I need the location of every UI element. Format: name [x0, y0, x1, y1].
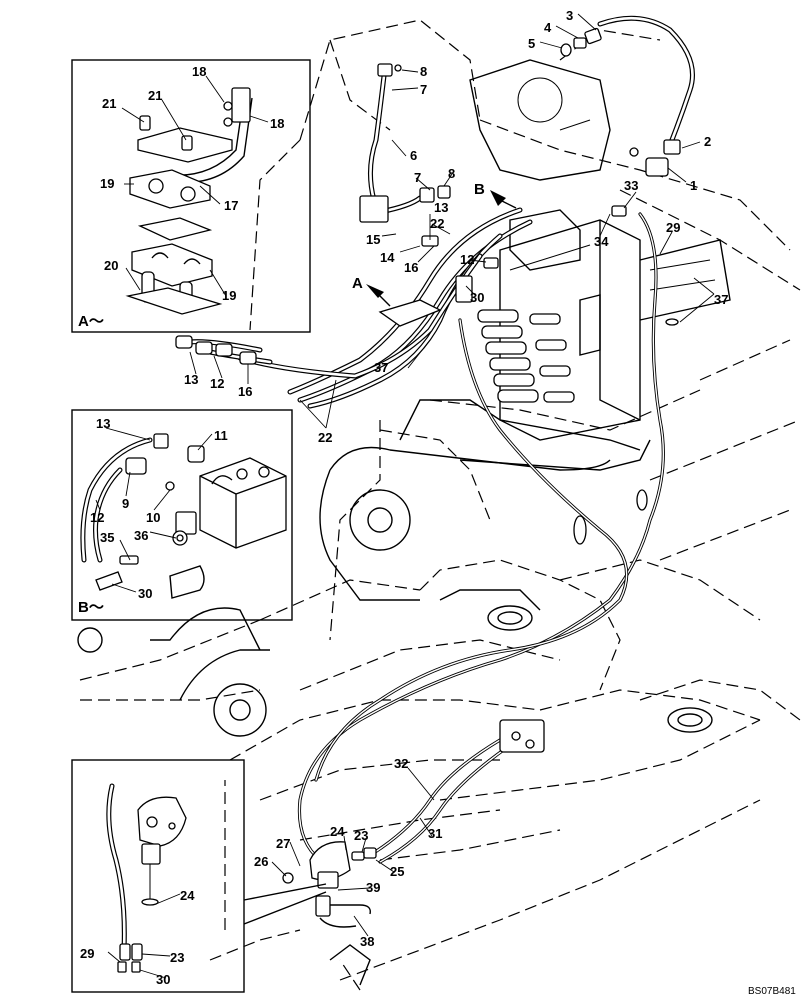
callout-21: 21: [102, 96, 116, 111]
callout-30: 30: [470, 290, 484, 305]
callout-33: 33: [624, 178, 638, 193]
callout-37: 37: [374, 360, 388, 375]
callout-16: 16: [238, 384, 252, 399]
callout-8: 8: [420, 64, 427, 79]
pump-hose: [560, 15, 695, 217]
callout-21: 21: [148, 88, 162, 103]
callout-24: 24: [330, 824, 345, 839]
callout-29: 29: [80, 946, 94, 961]
callout-26: 26: [254, 854, 268, 869]
callout-13: 13: [184, 372, 198, 387]
callout-10: 10: [146, 510, 160, 525]
callout-39: 39: [366, 880, 380, 895]
callout-30: 30: [156, 972, 170, 987]
callout-22: 22: [430, 216, 444, 231]
callout-4: 4: [544, 20, 552, 35]
callout-25: 25: [390, 864, 404, 879]
callout-30: 30: [138, 586, 152, 601]
drawing-code: BS07B481: [748, 986, 796, 997]
view-b-label: B: [474, 181, 485, 198]
view-a-arrow: [366, 284, 391, 307]
callout-23: 23: [170, 950, 184, 965]
callout-13: 13: [96, 416, 110, 431]
callout-35: 35: [100, 530, 114, 545]
callout-1: 1: [690, 178, 697, 193]
machine-frame-outline: [79, 19, 801, 991]
callout-5: 5: [528, 36, 535, 51]
callout-12: 12: [90, 510, 104, 525]
callout-12: 12: [460, 252, 474, 267]
callout-18: 18: [270, 116, 284, 131]
callout-32: 32: [394, 756, 408, 771]
callout-34: 34: [594, 234, 609, 249]
pressure-switch-assy: [282, 841, 377, 928]
inset-b-block: [169, 457, 287, 599]
callout-20: 20: [104, 258, 118, 273]
callout-18: 18: [192, 64, 206, 79]
callout-31: 31: [428, 826, 442, 841]
hose-6: [359, 63, 451, 223]
callout-7: 7: [414, 170, 421, 185]
callout-12: 12: [210, 376, 224, 391]
inset-b-title: B～: [78, 599, 104, 616]
callout-22: 22: [318, 430, 332, 445]
callout-23: 23: [354, 828, 368, 843]
callout-11: 11: [214, 428, 228, 443]
inset-a: [71, 59, 311, 333]
callout-37: 37: [714, 292, 728, 307]
inset-switch: [71, 759, 327, 993]
callout-3: 3: [566, 8, 573, 23]
callout-15: 15: [366, 232, 380, 247]
callout-17: 17: [224, 198, 238, 213]
callout-24: 24: [180, 888, 195, 903]
view-b-arrow: [490, 190, 517, 209]
view-a-label: A: [352, 275, 363, 292]
callout-9: 9: [122, 496, 129, 511]
inset-a-clamp: [125, 169, 223, 315]
leader-lines: [95, 13, 715, 979]
callout-36: 36: [134, 528, 148, 543]
callout-16: 16: [404, 260, 418, 275]
callout-19: 19: [222, 288, 236, 303]
callout-19: 19: [100, 176, 114, 191]
control-valve: [469, 59, 731, 441]
callout-numbers: 3 4 5 2 1 33 34 29 37 8 7 6 7 8 13 22 15…: [80, 8, 728, 987]
callout-2: 2: [704, 134, 711, 149]
callout-29: 29: [666, 220, 680, 235]
inset-b: [71, 409, 293, 621]
cable-harness: [297, 212, 679, 864]
callout-14: 14: [380, 250, 395, 265]
callout-7: 7: [420, 82, 427, 97]
callout-8: 8: [448, 166, 455, 181]
callout-13: 13: [434, 200, 448, 215]
valve-spools: [477, 309, 575, 403]
callout-38: 38: [360, 934, 374, 949]
callout-6: 6: [410, 148, 417, 163]
callout-27: 27: [276, 836, 290, 851]
inset-a-title: A～: [78, 313, 104, 330]
inset-a-bracket: [137, 87, 253, 184]
hose-bundle: [175, 207, 533, 409]
